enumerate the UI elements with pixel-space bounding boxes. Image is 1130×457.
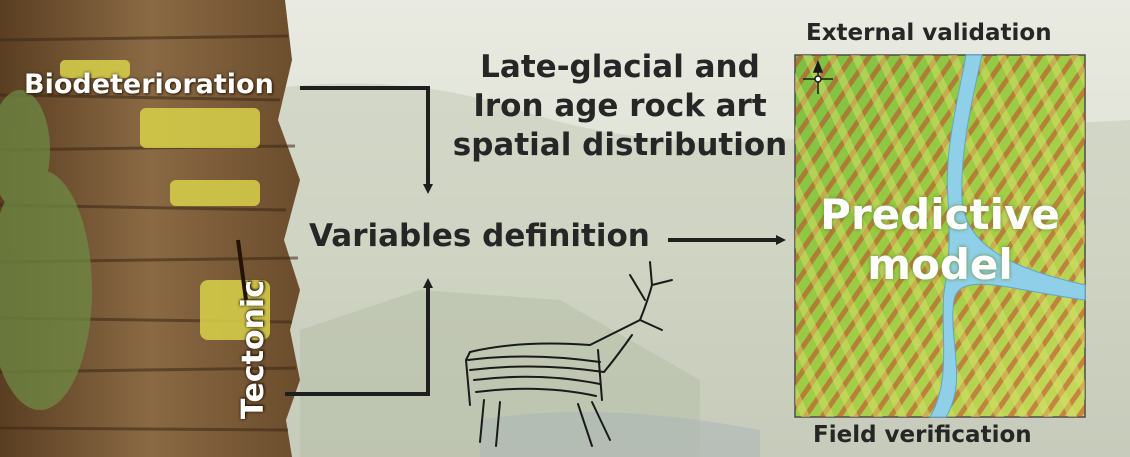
tectonic-label: Tectonic <box>236 280 271 419</box>
title-line-2: Iron age rock art <box>420 87 820 126</box>
external-validation-label: External validation <box>806 20 1052 46</box>
predictive-model-label: Predictive model <box>795 190 1085 290</box>
biodeterioration-label: Biodeterioration <box>24 69 274 100</box>
variables-definition-label: Variables definition <box>309 218 650 254</box>
predictive-model-line-1: Predictive <box>795 190 1085 240</box>
predictive-model-line-2: model <box>795 240 1085 290</box>
title-line-1: Late-glacial and <box>420 48 820 87</box>
field-verification-label: Field verification <box>813 422 1032 448</box>
rock-art-title: Late-glacial and Iron age rock art spati… <box>420 48 820 165</box>
title-line-3: spatial distribution <box>420 126 820 165</box>
